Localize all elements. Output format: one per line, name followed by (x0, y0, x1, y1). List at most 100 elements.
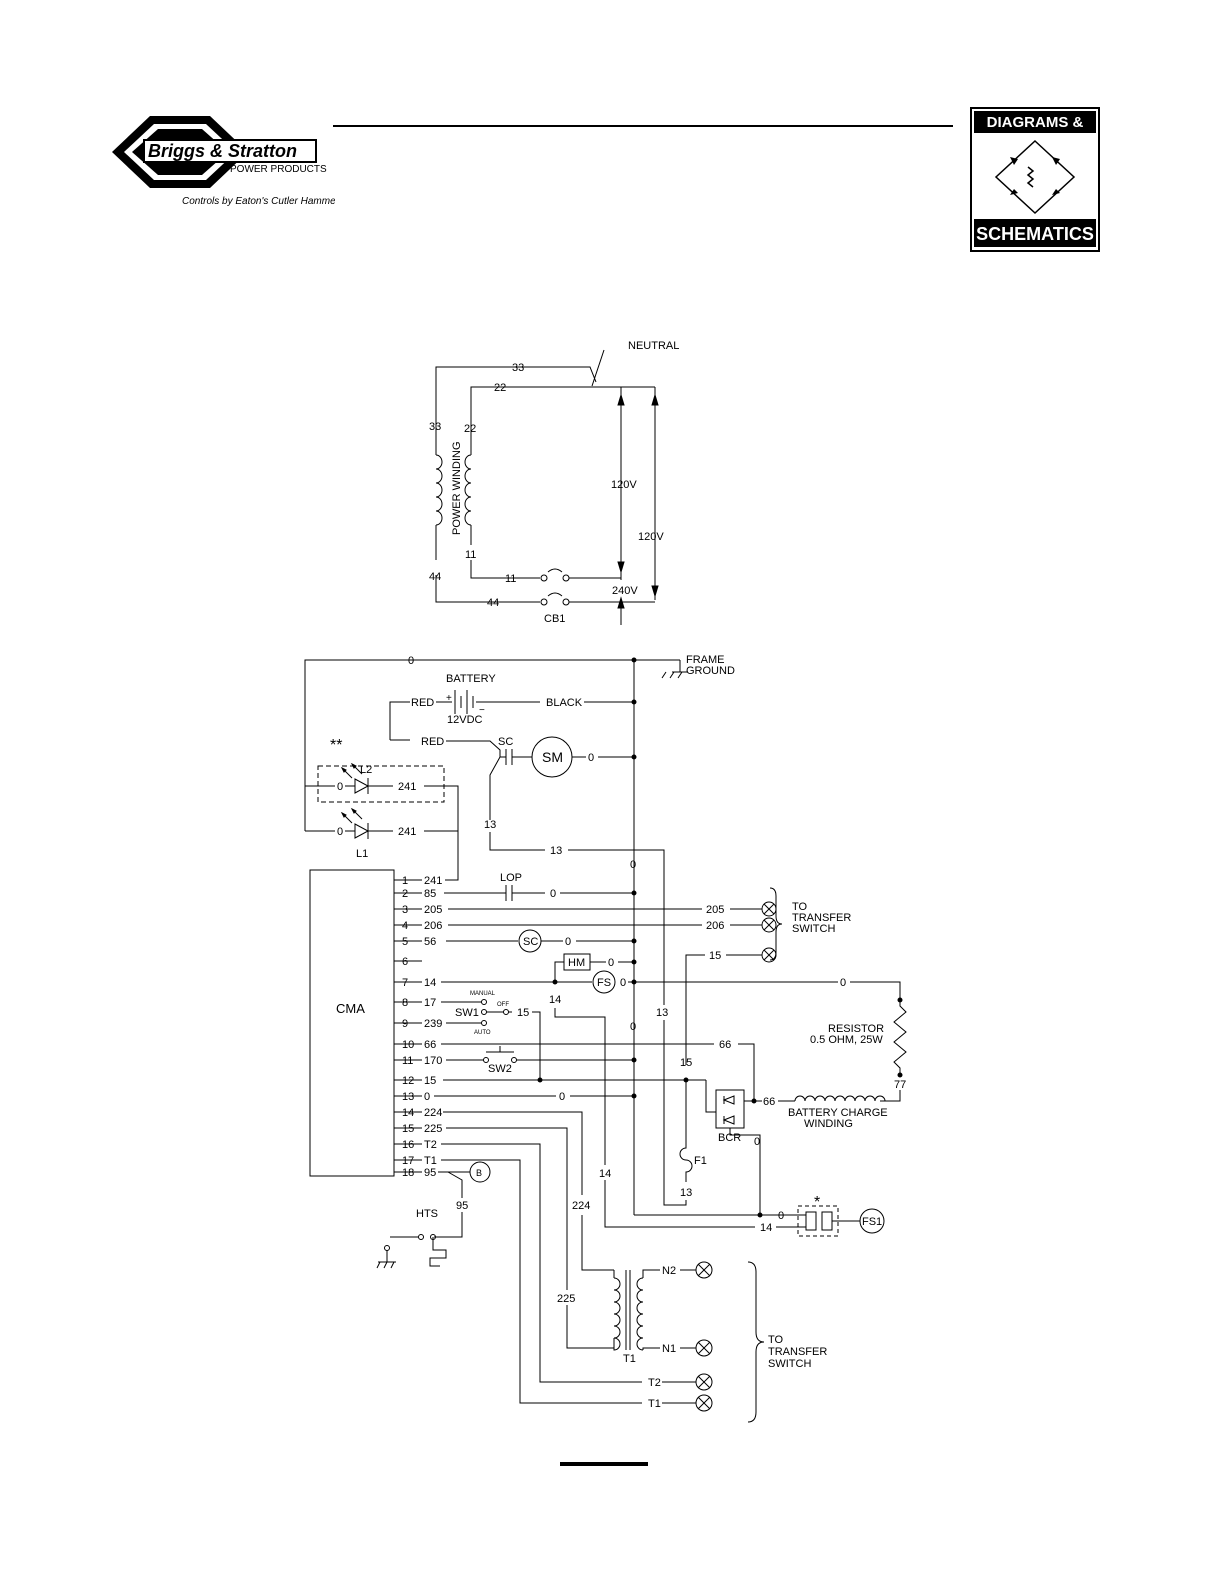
cma-terminal-number: 9 (402, 1018, 408, 1030)
brand-subtitle: POWER PRODUCTS (230, 164, 327, 175)
star-label: * (814, 1194, 820, 1211)
battery-label: BATTERY (446, 673, 496, 685)
brand-name: Briggs & Stratton (148, 141, 297, 161)
cma-terminal-wire: 225 (424, 1123, 442, 1135)
cma-terminal-number: 14 (402, 1107, 414, 1119)
wire-label: 66 (763, 1096, 775, 1108)
to-transfer-switch-label: TRANSFER (768, 1346, 827, 1358)
lop-label: LOP (500, 872, 522, 884)
wire-label: 11 (465, 549, 476, 561)
wire-label: 0 (778, 1210, 784, 1222)
cma-terminal-wire: 239 (424, 1018, 442, 1030)
l2-label: L2 (360, 764, 372, 776)
battery-charge-winding-label: WINDING (804, 1118, 853, 1130)
to-transfer-switch-label: SWITCH (792, 923, 835, 935)
cma-terminal-number: 13 (402, 1091, 414, 1103)
wire-label: 14 (599, 1168, 611, 1180)
cma-terminal-wire: T2 (424, 1139, 437, 1151)
cma-terminal-wire: 14 (424, 977, 436, 989)
voltage-120-a: 120V (611, 479, 637, 491)
cma-terminal-wire: T1 (424, 1155, 437, 1167)
briggs-stratton-logo: Briggs & Stratton POWER PRODUCTS Control… (112, 116, 335, 207)
cma-terminal-number: 3 (402, 904, 408, 916)
wire-label: 241 (398, 781, 416, 793)
sw1-off-label: OFF (497, 1002, 509, 1008)
sm-label: SM (542, 749, 563, 765)
cma-terminal-number: 2 (402, 888, 408, 900)
wire-label: 11 (505, 573, 516, 585)
cma-terminal-number: 17 (402, 1155, 414, 1167)
wire-label: 13 (484, 819, 496, 831)
badge-top-text: DIAGRAMS & (987, 114, 1084, 131)
wire-label: 33 (512, 362, 524, 374)
sw2-label: SW2 (488, 1063, 512, 1075)
n1-label: N1 (662, 1343, 676, 1355)
resistor-value-label: 0.5 OHM, 25W (810, 1034, 883, 1046)
wire-label: 0 (565, 936, 571, 948)
cma-label: CMA (336, 1001, 365, 1016)
wire-label: 66 (719, 1039, 731, 1051)
connector-n1-icon (695, 1339, 713, 1357)
cma-terminal-wire: 15 (424, 1075, 436, 1087)
diode-icon (1052, 189, 1060, 195)
wire-label: 44 (487, 597, 499, 609)
frame-ground-label: FRAME (686, 654, 725, 666)
t2-label: T2 (648, 1377, 661, 1389)
diode-icon (1010, 189, 1018, 195)
cb1-label: CB1 (544, 613, 565, 625)
connector-15-icon (761, 947, 777, 963)
cma-terminal-number: 1 (402, 875, 408, 887)
diagrams-schematics-badge: DIAGRAMS & SCHEMATICS (970, 107, 1100, 252)
wire-label: 22 (494, 382, 506, 394)
cma-terminal-number: 18 (402, 1167, 414, 1179)
brand-tagline: Controls by Eaton's Cutler Hammer (182, 196, 335, 207)
transfer-switch-connectors (695, 901, 777, 1412)
cma-terminal-wire: 17 (424, 997, 436, 1009)
cma-terminal-number: 10 (402, 1039, 414, 1051)
svg-text:+: + (446, 693, 452, 704)
cma-terminal-wire: 95 (424, 1167, 436, 1179)
power-winding-label: POWER WINDING (451, 442, 463, 536)
hm-label: HM (568, 957, 585, 969)
power-winding-section (435, 349, 659, 625)
diode-icon (1052, 157, 1060, 165)
l1-label: L1 (356, 848, 368, 860)
connector-t1-icon (695, 1394, 713, 1412)
header-rule (333, 125, 953, 127)
wire-label: 206 (706, 920, 724, 932)
wire-label: 22 (464, 423, 476, 435)
f1-label: F1 (694, 1155, 707, 1167)
badge-bottom-text: SCHEMATICS (976, 224, 1094, 244)
to-transfer-switch-label: TO (768, 1334, 784, 1346)
control-wiring (304, 657, 907, 1423)
voltage-120-b: 120V (638, 531, 664, 543)
sc-contact-label: SC (498, 736, 513, 748)
sc-coil-label: SC (523, 936, 538, 948)
to-transfer-switch-label: SWITCH (768, 1358, 811, 1370)
battery-voltage-label: 12VDC (447, 714, 483, 726)
cma-terminal-number: 4 (402, 920, 408, 932)
cma-terminal-number: 8 (402, 997, 408, 1009)
connector-t2-icon (695, 1373, 713, 1391)
fs1-label: FS1 (862, 1216, 882, 1228)
wire-label: 13 (550, 845, 562, 857)
diode-icon (1010, 157, 1018, 165)
cma-terminal-wire: 206 (424, 920, 442, 932)
wire-label: 13 (680, 1187, 692, 1199)
cma-terminal-number: 7 (402, 977, 408, 989)
wire-label: 0 (337, 781, 343, 793)
wire-label: 13 (656, 1007, 668, 1019)
wire-label: 14 (760, 1222, 772, 1234)
svg-text:−: − (479, 705, 485, 716)
wire-label: 15 (680, 1057, 692, 1069)
cma-terminal-wire: 241 (424, 875, 442, 887)
cma-terminal-number: 12 (402, 1075, 414, 1087)
wire-label: 33 (429, 421, 441, 433)
wire-label: 95 (456, 1200, 468, 1212)
voltage-240: 240V (612, 585, 638, 597)
red-wire-label: RED (411, 697, 434, 709)
wire-label: 224 (572, 1200, 590, 1212)
